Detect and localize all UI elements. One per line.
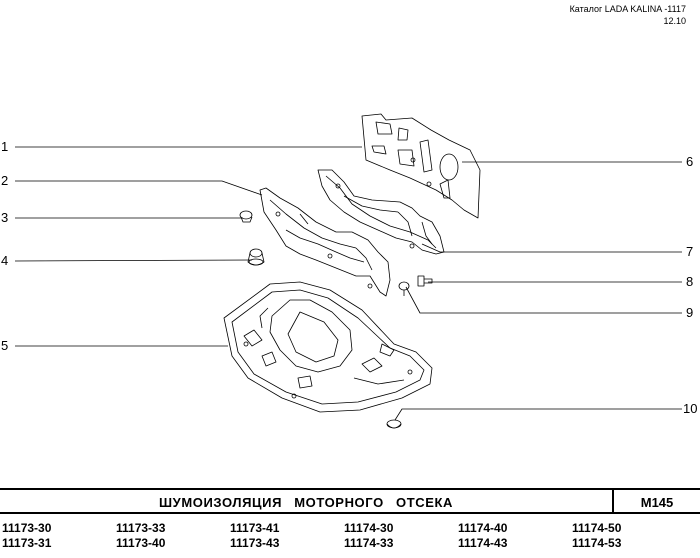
callout-10: 10 [683, 401, 698, 416]
model-code: 11173-43 [230, 536, 280, 550]
callout-4: 4 [1, 253, 9, 268]
callout-5: 5 [1, 338, 9, 353]
catalog-date: 12.10 [663, 16, 686, 26]
leader-lines [14, 146, 682, 421]
part-2-front-shield [259, 187, 391, 297]
part-7-rear-shield [317, 169, 445, 255]
part-6-insulation-panel [361, 113, 481, 219]
model-code: 11173-41 [230, 521, 280, 535]
model-code: 11173-30 [2, 521, 52, 535]
model-code: 11174-40 [458, 521, 508, 535]
model-code: 11174-33 [344, 536, 394, 550]
part-3-cap [239, 210, 253, 223]
callout-2: 2 [1, 173, 9, 188]
model-code: 11174-53 [572, 536, 622, 550]
model-code: 11174-50 [572, 521, 622, 535]
model-list: 11173-30 11173-31 11173-33 11173-40 1117… [0, 519, 700, 558]
model-code: 11173-33 [116, 521, 166, 535]
callout-3: 3 [1, 210, 9, 225]
callout-1: 1 [1, 139, 9, 154]
model-code: 11173-31 [2, 536, 52, 550]
part-8-screw [417, 275, 433, 287]
callout-8: 8 [686, 274, 694, 289]
page-code: M145 [640, 495, 674, 510]
part-10-plug [386, 419, 402, 429]
title-bar: ШУМОИЗОЛЯЦИЯ МОТОРНОГО ОТСЕКА M145 [0, 488, 700, 514]
model-code: 11173-40 [116, 536, 166, 550]
title-divider [612, 490, 614, 512]
model-code: 11174-43 [458, 536, 508, 550]
model-code: 11174-30 [344, 521, 394, 535]
exploded-parts-diagram [14, 113, 682, 429]
callout-7: 7 [686, 244, 694, 259]
page-title: ШУМОИЗОЛЯЦИЯ МОТОРНОГО ОТСЕКА [158, 495, 454, 510]
callout-6: 6 [686, 154, 694, 169]
callout-9: 9 [686, 305, 694, 320]
part-4-grommet [247, 248, 265, 266]
part-9-clip [398, 281, 410, 296]
part-5-hood-insulation [223, 281, 433, 413]
catalog-title: Каталог LADA KALINA -1117 [569, 4, 686, 14]
